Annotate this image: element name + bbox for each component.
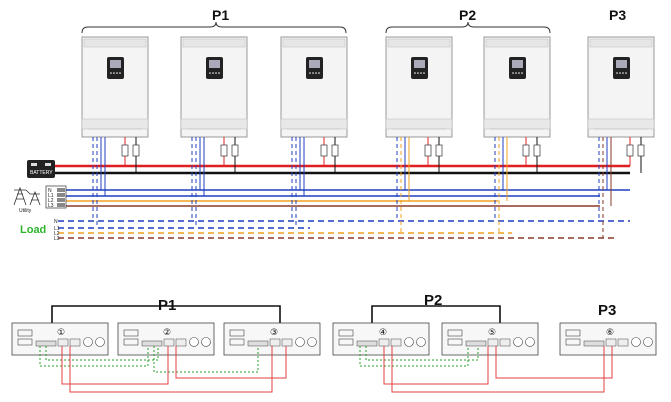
- ac-in-label-n: N: [48, 188, 52, 194]
- bottom-group-label-p1: P1: [158, 297, 176, 314]
- utility-grid-icon: [13, 186, 41, 206]
- group-label-p3: P3: [609, 7, 626, 23]
- bottom-group-label-p3: P3: [598, 302, 616, 319]
- battery-bank: BATTERY: [27, 160, 55, 178]
- group-bracket-p2: [385, 21, 551, 34]
- current-sharing-cables: [61, 346, 613, 393]
- group-label-p1: P1: [212, 7, 229, 23]
- dc-fuses: [121, 144, 645, 157]
- inverter-5: [483, 36, 551, 138]
- inverter-1: [81, 36, 149, 138]
- group-bracket-p1: [81, 21, 347, 34]
- ac-in-label-l2: L2: [48, 198, 54, 204]
- group-label-p2: P2: [459, 7, 476, 23]
- unit-number-1: ①: [57, 328, 65, 338]
- unit-number-5: ⑤: [488, 328, 496, 338]
- inverter-6: [587, 36, 655, 138]
- ac-in-label-l1: L1: [48, 193, 54, 199]
- ac-out-label-l2: L2: [54, 231, 60, 237]
- bottom-group-label-p2: P2: [424, 292, 442, 309]
- ac-out-label-l1: L1: [54, 226, 60, 232]
- ac-out-label-n: N: [54, 219, 58, 225]
- parallel-communication-cables: [39, 346, 479, 373]
- inverter-3: [280, 36, 348, 138]
- ac-out-label-l3: L3: [54, 236, 60, 242]
- inverter-4: [385, 36, 453, 138]
- load-label: Load: [20, 224, 46, 236]
- unit-number-6: ⑥: [606, 328, 614, 338]
- ac-input-terminal: [45, 185, 67, 209]
- ac-in-label-l3: L3: [48, 203, 54, 209]
- bottom-bracket-p1: [51, 305, 281, 323]
- battery-label: BATTERY: [30, 170, 53, 176]
- inverter-2: [180, 36, 248, 138]
- inverter-drop-wires: [92, 137, 642, 238]
- unit-number-2: ②: [163, 328, 171, 338]
- unit-number-4: ④: [379, 328, 387, 338]
- bottom-bracket-p2: [371, 305, 501, 323]
- unit-number-3: ③: [270, 328, 278, 338]
- utility-label: Utility: [19, 208, 32, 214]
